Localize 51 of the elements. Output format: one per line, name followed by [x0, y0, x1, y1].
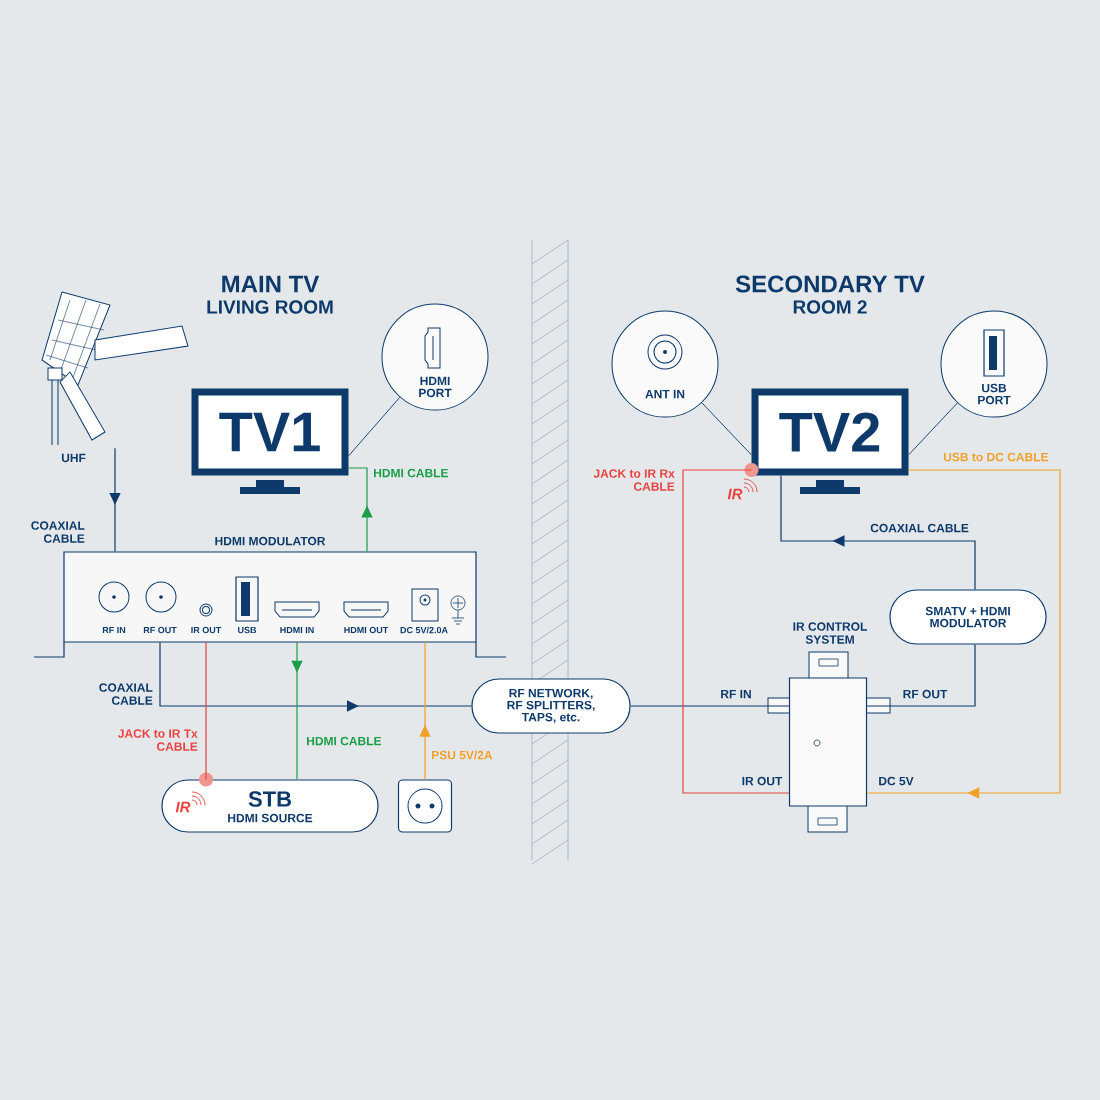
edge-label: COAXIAL CABLE [31, 521, 85, 543]
port-label: RF OUT [143, 626, 177, 634]
leader-line [701, 402, 752, 456]
leader-line [348, 396, 401, 457]
port-label: DC 5V [879, 776, 914, 786]
node-label: IR CONTROL SYSTEM [793, 622, 867, 644]
antenna-label: UHF [61, 453, 86, 463]
port-label: RF IN [721, 689, 751, 699]
edge-label: USB to DC CABLE [943, 452, 1049, 462]
cable-arrow [866, 469, 1061, 799]
heading: MAIN TV [222, 275, 320, 293]
edge-label: HDMI CABLE [307, 736, 382, 746]
subheading: LIVING ROOM [207, 300, 333, 314]
cable-line [866, 644, 976, 707]
edge-label: HDMI CABLE [374, 468, 449, 478]
leader-line [908, 402, 958, 456]
cable-line [682, 469, 790, 794]
port-label: RF OUT [903, 689, 948, 699]
modulator-box: SMATV + HDMI MODULATOR [889, 589, 1047, 645]
edge-label: COAXIAL CABLE [99, 683, 153, 705]
ir-label: IR [175, 801, 191, 813]
port-label: DC 5V/2.0A [400, 626, 448, 634]
edge-label: JACK to IR Rx CABLE [593, 469, 675, 491]
cable-arrow [419, 642, 431, 780]
port-label: USB [238, 626, 257, 634]
port-label: HDMI OUT [344, 626, 389, 634]
cable-arrow [347, 467, 373, 552]
cable-arrow [159, 642, 472, 712]
tv-monitor: TV2 [751, 388, 909, 494]
cable-line [205, 642, 207, 780]
ir-label: IR [727, 488, 743, 500]
power-socket [397, 779, 453, 833]
tv-monitor: TV1 [191, 388, 349, 494]
network-box: RF NETWORK, RF SPLITTERS, TAPS, etc. [471, 678, 631, 734]
subheading: ROOM 2 [793, 300, 867, 314]
port-label: HDMI IN [280, 626, 314, 634]
port-label: RF IN [102, 626, 126, 634]
node-label: HDMI MODULATOR [215, 536, 326, 546]
port-callout: USB PORT [940, 310, 1048, 418]
edge-label: PSU 5V/2A [432, 750, 493, 760]
edge-label: COAXIAL CABLE [870, 523, 969, 533]
port-callout: HDMI PORT [381, 303, 489, 411]
port-label: IR OUT [742, 776, 783, 786]
edge-label: JACK to IR Tx CABLE [118, 729, 198, 751]
cable-arrow [780, 474, 976, 590]
cable-arrow [291, 642, 303, 780]
cable-line [630, 705, 790, 707]
cable-arrow [109, 447, 121, 552]
port-callout: ANT IN [611, 310, 719, 418]
port-label: IR OUT [191, 626, 222, 634]
heading: SECONDARY TV [735, 275, 925, 293]
